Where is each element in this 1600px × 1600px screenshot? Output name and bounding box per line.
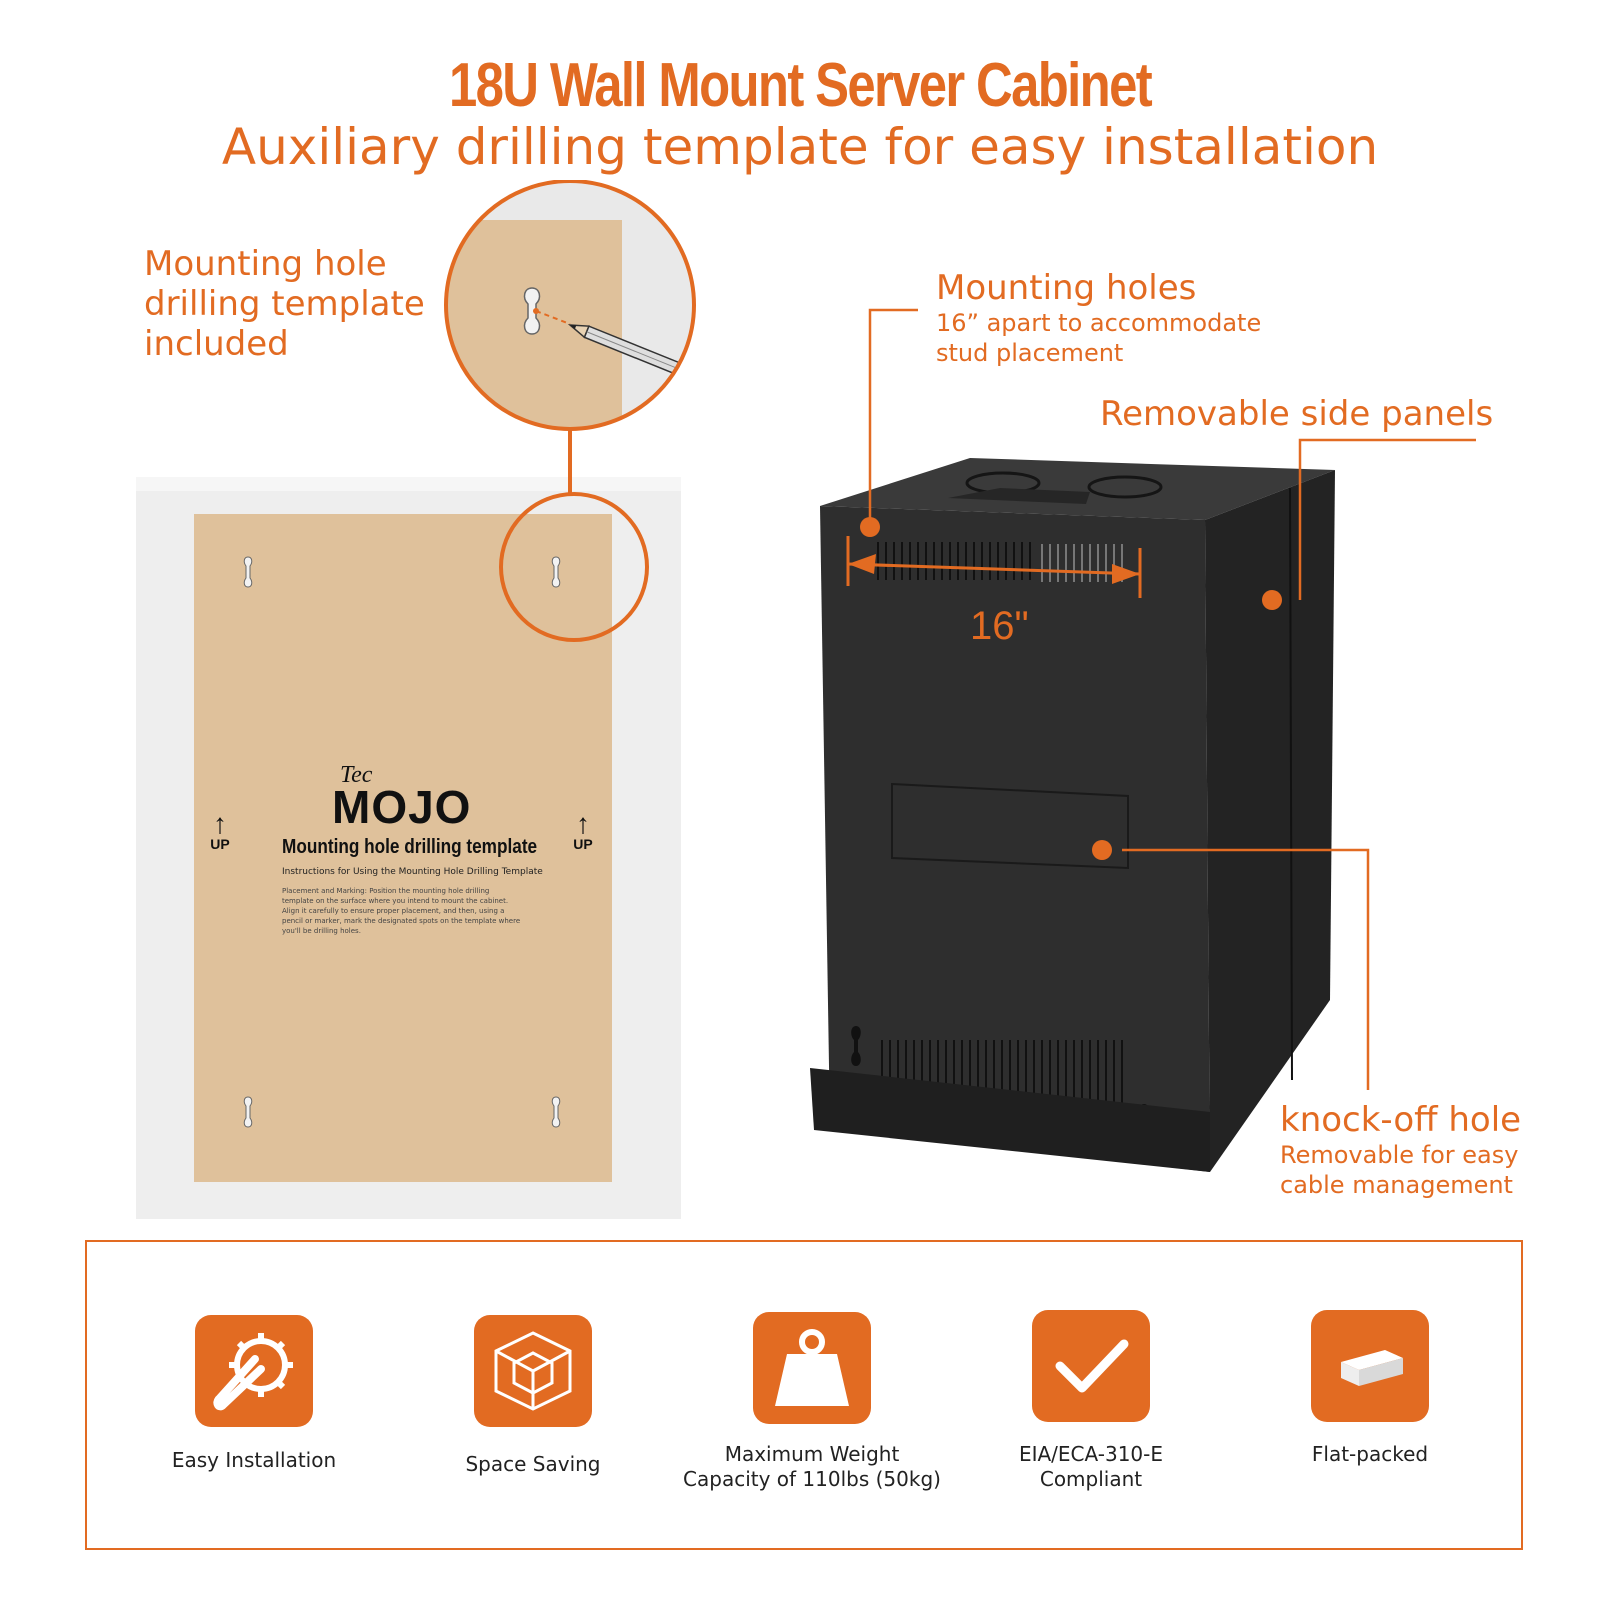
mounting-holes-title: Mounting holes xyxy=(936,268,1197,308)
features-panel xyxy=(85,1240,1523,1550)
mounting-holes-line: 16” apart to accommodate xyxy=(936,309,1262,337)
brand-logo-prefix: Tec xyxy=(340,762,373,788)
up-label: UP xyxy=(210,836,230,852)
template-callout-line: drilling template xyxy=(144,284,425,324)
feature-label-line: Maximum Weight xyxy=(724,1442,900,1466)
template-instructions-body: Placement and Marking: Position the moun… xyxy=(282,887,521,935)
up-indicator-left: ↑ UP xyxy=(205,808,235,853)
feature-label-line: EIA/ECA-310-E xyxy=(1018,1442,1164,1466)
mounting-holes-callout: Mounting holes 16” apart to accommodate … xyxy=(936,268,1261,368)
template-callout: Mounting hole drilling template included xyxy=(144,244,444,364)
template-callout-line: Mounting hole xyxy=(144,244,387,284)
template-heading: Mounting hole drilling template xyxy=(282,836,538,858)
up-indicator-right: ↑ UP xyxy=(568,808,598,853)
feature-label-line: Capacity of 110lbs (50kg) xyxy=(683,1467,941,1491)
flat-box-icon xyxy=(1311,1310,1429,1422)
page-subtitle: Auxiliary drilling template for easy ins… xyxy=(221,118,1379,176)
up-arrow-icon: ↑ xyxy=(213,808,227,839)
knockoff-line: cable management xyxy=(1280,1171,1513,1199)
weight-icon xyxy=(753,1312,871,1424)
keyhole-icon xyxy=(550,1096,562,1128)
knockoff-callout: knock-off hole Removable for easy cable … xyxy=(1280,1100,1521,1200)
feature-label: Flat-packed xyxy=(1311,1442,1429,1466)
keyhole-icon xyxy=(242,556,254,588)
feature-label: Maximum Weight Capacity of 110lbs (50kg) xyxy=(672,1442,952,1492)
gear-wrench-icon xyxy=(195,1315,313,1427)
feature-label-line: Compliant xyxy=(1039,1467,1143,1491)
callout-leaders xyxy=(868,308,1476,1090)
zoom-illustration xyxy=(444,180,696,642)
knockoff-line: Removable for easy xyxy=(1280,1141,1519,1169)
brand-logo: MOJO xyxy=(332,781,472,833)
dimension-label: 16" xyxy=(970,604,1029,648)
side-panels-callout: Removable side panels xyxy=(1100,394,1494,434)
feature-label: EIA/ECA-310-E Compliant xyxy=(951,1442,1231,1492)
cube-icon xyxy=(474,1315,592,1427)
mounting-holes-line: stud placement xyxy=(936,339,1124,367)
knockoff-title: knock-off hole xyxy=(1280,1100,1522,1140)
checkmark-icon xyxy=(1032,1310,1150,1422)
drilling-template xyxy=(194,514,612,1182)
cabinet-illustration xyxy=(810,458,1335,1172)
feature-label: Easy Installation xyxy=(171,1448,337,1472)
up-label: UP xyxy=(573,836,593,852)
template-callout-line: included xyxy=(144,324,289,364)
keyhole-icon xyxy=(242,1096,254,1128)
template-instructions-title: Instructions for Using the Mounting Hole… xyxy=(282,867,543,877)
page-title: 18U Wall Mount Server Cabinet xyxy=(448,51,1153,120)
up-arrow-icon: ↑ xyxy=(576,808,590,839)
keyhole-icon xyxy=(550,556,562,588)
feature-label: Space Saving xyxy=(465,1452,601,1476)
